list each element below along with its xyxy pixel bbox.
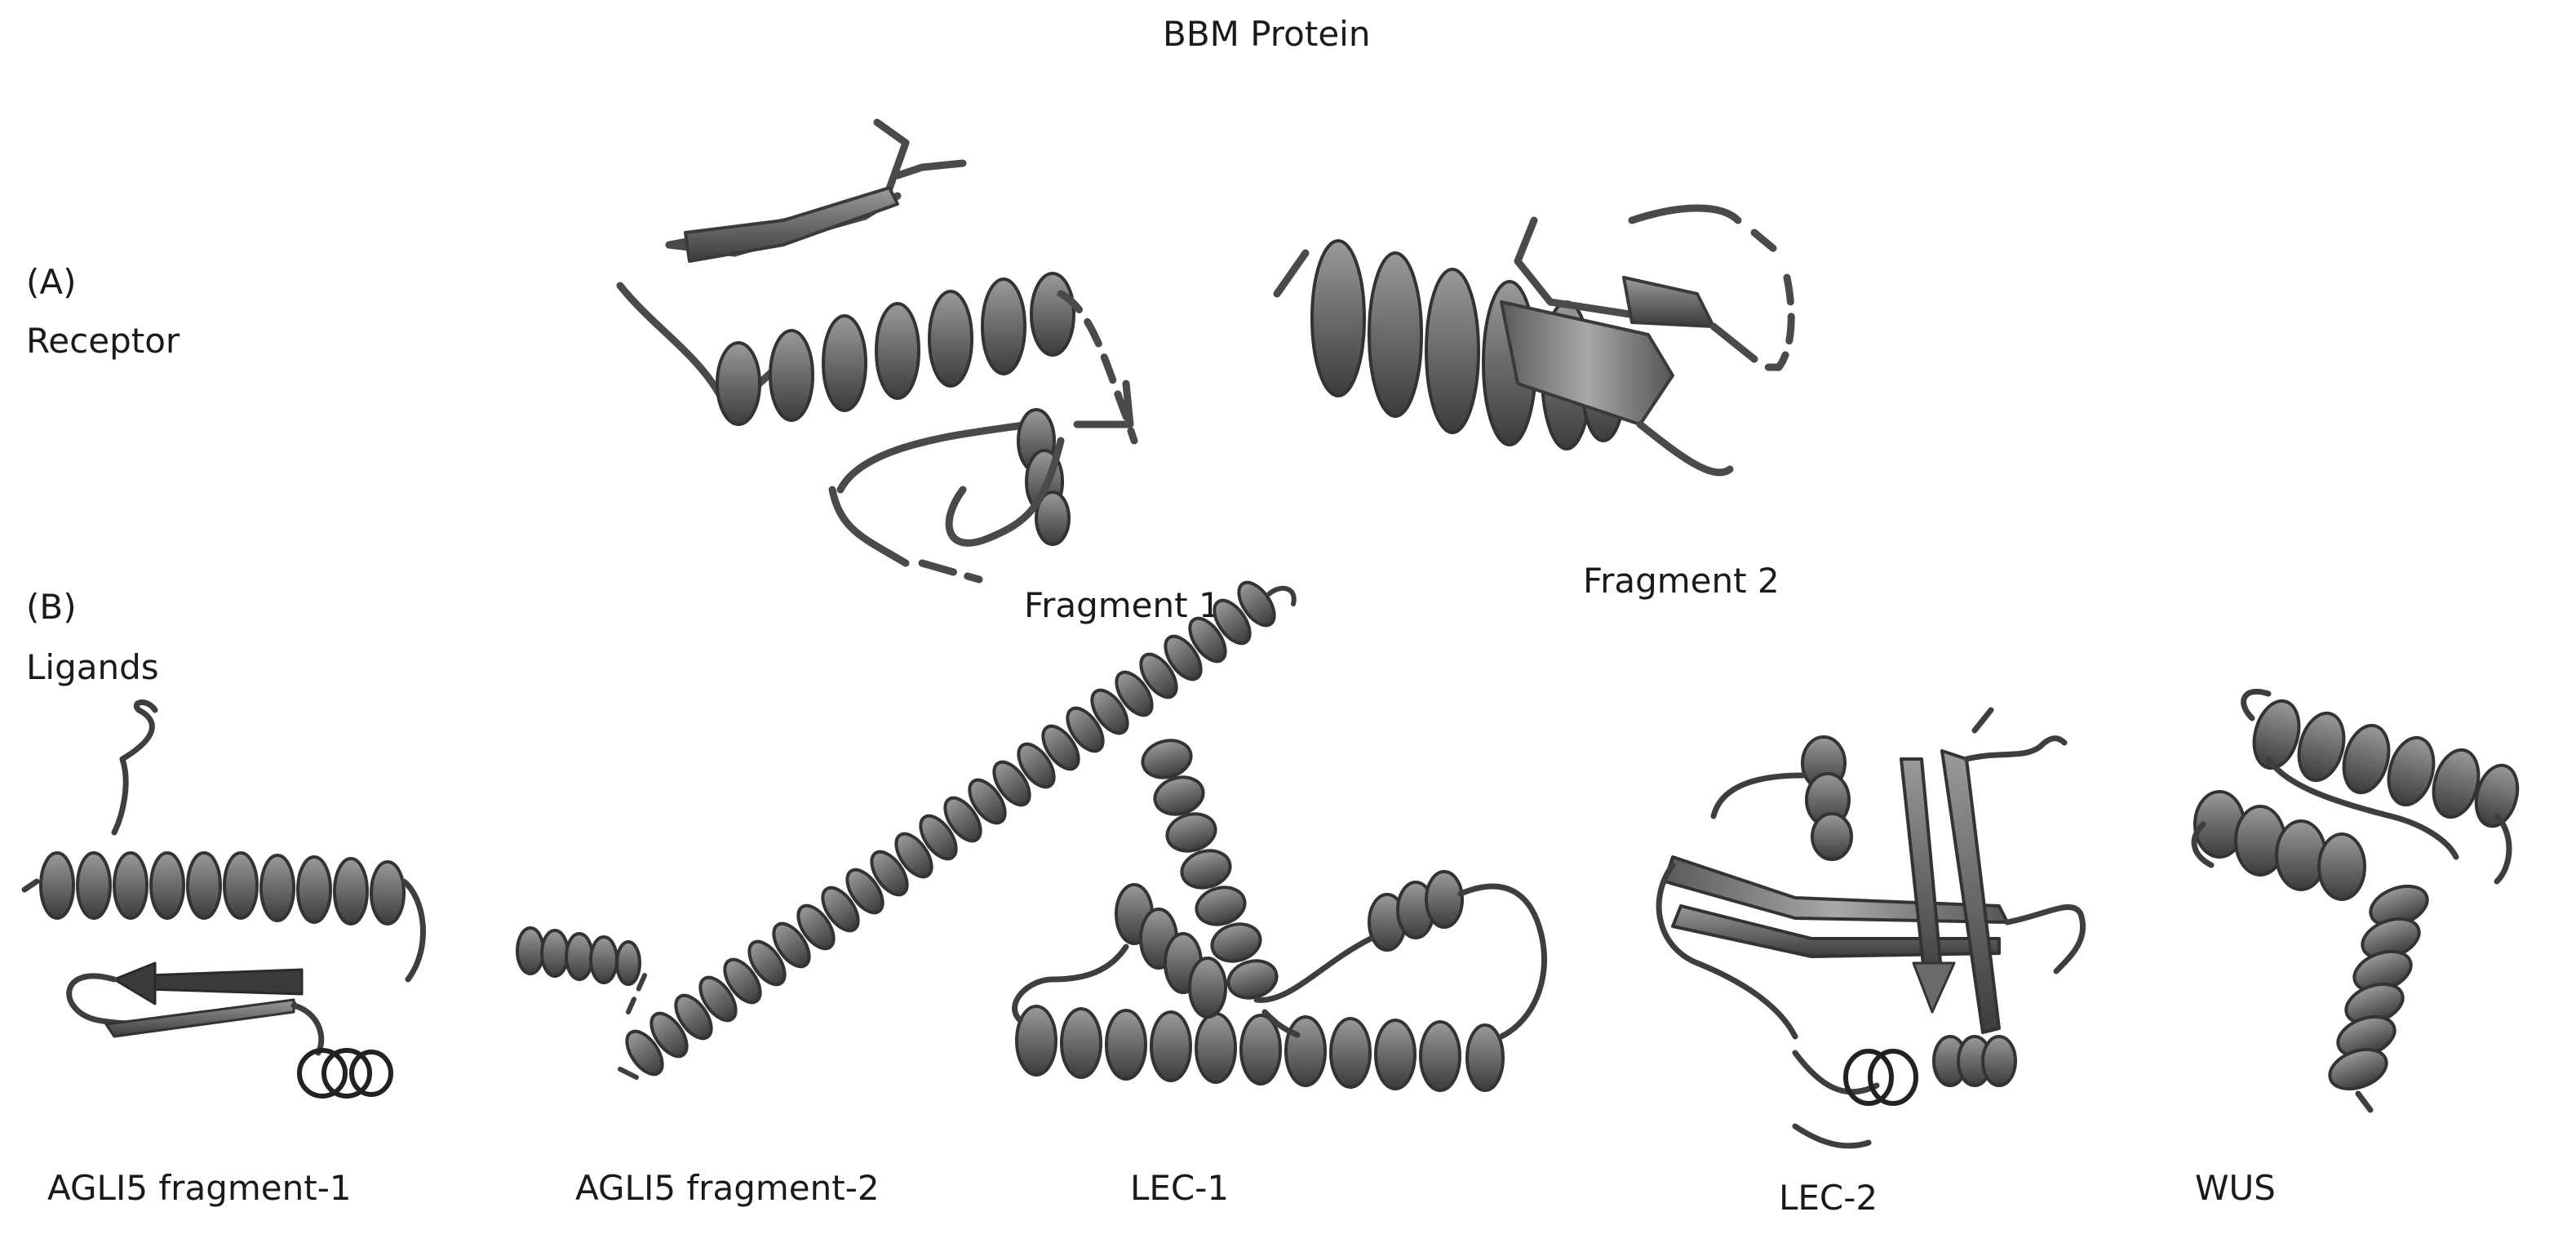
ligand-lec-1-structure bbox=[1012, 739, 1548, 1092]
section-a-tag: (A) bbox=[26, 262, 77, 302]
ligand-caption-agli5-fragment-2: AGLI5 fragment-2 bbox=[575, 1168, 880, 1208]
ligand-caption-agli5-fragment-1: AGLI5 fragment-1 bbox=[47, 1168, 352, 1208]
ligand-caption-lec-2: LEC-2 bbox=[1779, 1178, 1878, 1218]
section-a-label: Receptor bbox=[26, 321, 180, 361]
ligand-wus-structure bbox=[2191, 688, 2520, 1113]
receptor-fragment-1-structure bbox=[616, 118, 1138, 584]
receptor-caption-fragment-1: Fragment 1 bbox=[1024, 585, 1221, 625]
receptor-fragment-2-structure bbox=[1273, 204, 1795, 477]
ligand-caption-wus: WUS bbox=[2195, 1168, 2276, 1208]
figure-title: BBM Protein bbox=[1163, 14, 1371, 54]
ligand-lec-2-structure bbox=[1656, 707, 2086, 1149]
ligand-agli5-fragment-1-structure bbox=[21, 699, 426, 1099]
receptor-caption-fragment-2: Fragment 2 bbox=[1583, 561, 1780, 601]
section-b-tag: (B) bbox=[26, 587, 77, 627]
section-b-label: Ligands bbox=[26, 647, 159, 687]
ligand-agli5-fragment-2-structure bbox=[516, 580, 1297, 1080]
ligand-caption-lec-1: LEC-1 bbox=[1130, 1168, 1230, 1208]
